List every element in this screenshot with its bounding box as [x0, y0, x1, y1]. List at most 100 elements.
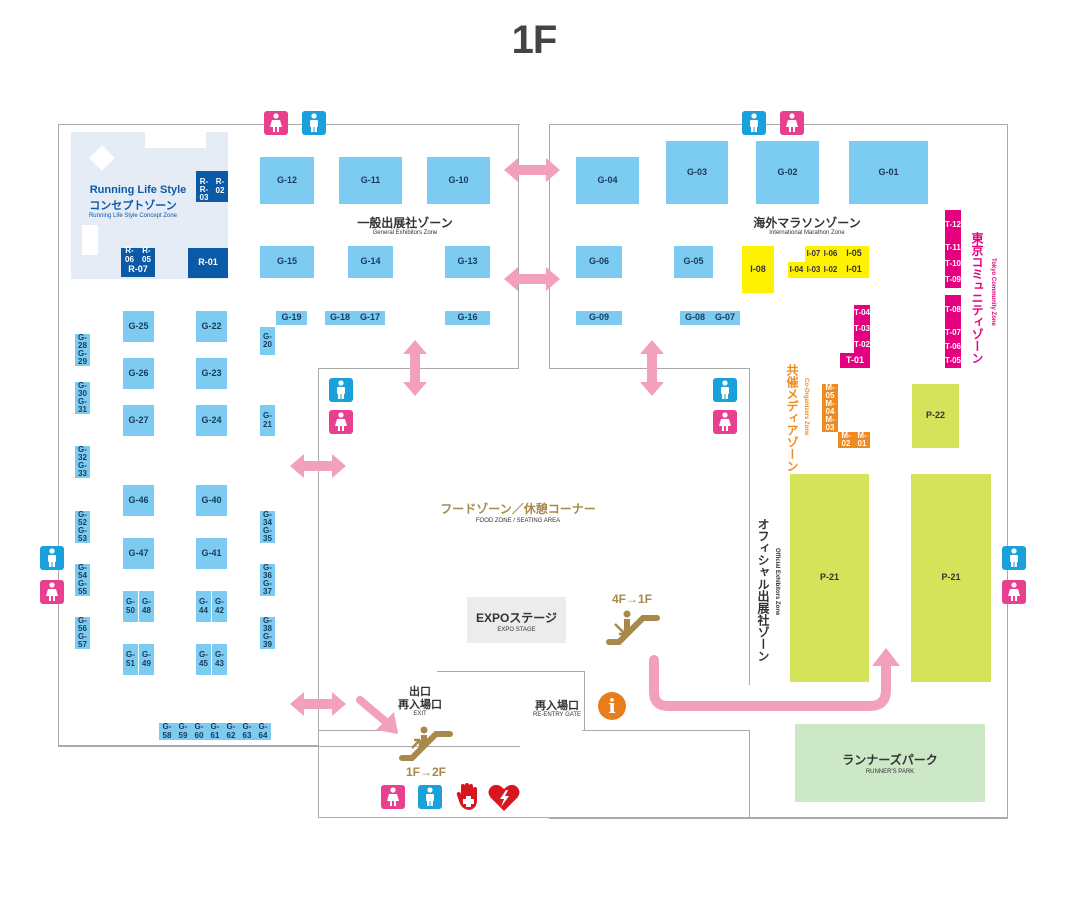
booth-t04[interactable]: T-04 [854, 305, 870, 321]
booth-g51[interactable]: G-51 [123, 644, 138, 675]
booth-t11[interactable]: T-11 [945, 240, 961, 256]
booth-g39[interactable]: G-39 [260, 632, 275, 649]
booth-g42[interactable]: G-42 [212, 591, 227, 622]
booth-g23[interactable]: G-23 [196, 358, 227, 389]
booth-g40[interactable]: G-40 [196, 485, 227, 516]
booth-g45[interactable]: G-45 [196, 644, 211, 675]
booth-t10[interactable]: T-10 [945, 256, 961, 272]
booth-r05[interactable]: R-05 [138, 246, 155, 263]
booth-g56[interactable]: G-56 [75, 616, 90, 633]
booth-m01[interactable]: M-01 [854, 431, 870, 448]
booth-g17[interactable]: G-17 [355, 311, 385, 325]
booth-g35[interactable]: G-35 [260, 526, 275, 543]
booth-g29[interactable]: G-29 [75, 349, 90, 366]
booth-g05[interactable]: G-05 [674, 246, 713, 278]
booth-g61[interactable]: G-61 [207, 722, 223, 740]
booth-i05[interactable]: I-05 [839, 246, 869, 262]
booth-g15[interactable]: G-15 [260, 246, 314, 278]
booth-g57[interactable]: G-57 [75, 632, 90, 649]
booth-g03[interactable]: G-03 [666, 141, 728, 204]
booth-g22[interactable]: G-22 [196, 311, 227, 342]
booth-g43[interactable]: G-43 [212, 644, 227, 675]
booth-t05[interactable]: T-05 [945, 354, 961, 368]
booth-g52[interactable]: G-52 [75, 510, 90, 527]
booth-i06[interactable]: I-06 [822, 246, 839, 262]
booth-t09[interactable]: T-09 [945, 272, 961, 288]
booth-i04[interactable]: I-04 [788, 262, 805, 278]
booth-g18[interactable]: G-18 [325, 311, 355, 325]
booth-g20[interactable]: G-20 [260, 327, 275, 355]
booth-g59[interactable]: G-59 [175, 722, 191, 740]
booth-g50[interactable]: G-50 [123, 591, 138, 622]
booth-m04[interactable]: M-04 [822, 399, 838, 416]
booth-r02[interactable]: R-02 [212, 171, 228, 202]
booth-g46[interactable]: G-46 [123, 485, 154, 516]
booth-g26[interactable]: G-26 [123, 358, 154, 389]
info-icon[interactable]: i [598, 692, 626, 720]
booth-g16[interactable]: G-16 [445, 311, 490, 325]
booth-g13[interactable]: G-13 [445, 246, 490, 278]
booth-t07[interactable]: T-07 [945, 325, 961, 341]
booth-g58[interactable]: G-58 [159, 722, 175, 740]
booth-g47[interactable]: G-47 [123, 538, 154, 569]
booth-t06[interactable]: T-06 [945, 341, 961, 354]
booth-g38[interactable]: G-38 [260, 616, 275, 633]
booth-t08[interactable]: T-08 [945, 295, 961, 325]
booth-g21[interactable]: G-21 [260, 405, 275, 436]
booth-p22[interactable]: P-22 [912, 384, 959, 448]
booth-t03[interactable]: T-03 [854, 321, 870, 337]
booth-m05[interactable]: M-05 [822, 383, 838, 400]
booth-g14[interactable]: G-14 [348, 246, 393, 278]
booth-p21-left[interactable]: P-21 [790, 474, 869, 682]
booth-i02[interactable]: I-02 [822, 262, 839, 278]
booth-g55[interactable]: G-55 [75, 579, 90, 596]
booth-i07[interactable]: I-07 [805, 246, 822, 262]
escalator-icon[interactable] [605, 606, 661, 648]
booth-i08[interactable]: I-08 [742, 246, 774, 293]
booth-r01[interactable]: R-01 [188, 248, 228, 278]
booth-p21-right[interactable]: P-21 [911, 474, 991, 682]
booth-g53[interactable]: G-53 [75, 526, 90, 543]
booth-t12[interactable]: T-12 [945, 210, 961, 240]
booth-g41[interactable]: G-41 [196, 538, 227, 569]
booth-g64[interactable]: G-64 [255, 722, 271, 740]
booth-g10[interactable]: G-10 [427, 157, 490, 204]
booth-i01[interactable]: I-01 [839, 262, 869, 278]
booth-g02[interactable]: G-02 [756, 141, 819, 204]
booth-g44[interactable]: G-44 [196, 591, 211, 622]
booth-g54[interactable]: G-54 [75, 563, 90, 580]
booth-g24[interactable]: G-24 [196, 405, 227, 436]
booth-g08[interactable]: G-08 [680, 311, 710, 325]
expo-stage[interactable] [467, 597, 566, 643]
booth-g36[interactable]: G-36 [260, 563, 275, 580]
runners-park[interactable] [795, 724, 985, 802]
booth-g31[interactable]: G-31 [75, 397, 90, 414]
booth-g33[interactable]: G-33 [75, 461, 90, 478]
booth-g09[interactable]: G-09 [576, 311, 622, 325]
booth-g11[interactable]: G-11 [339, 157, 402, 204]
booth-g04[interactable]: G-04 [576, 157, 639, 204]
booth-g48[interactable]: G-48 [139, 591, 154, 622]
booth-i03[interactable]: I-03 [805, 262, 822, 278]
booth-g37[interactable]: G-37 [260, 579, 275, 596]
booth-r07[interactable]: R-07 [121, 263, 155, 277]
booth-g01[interactable]: G-01 [849, 141, 928, 204]
booth-g49[interactable]: G-49 [139, 644, 154, 675]
booth-g19[interactable]: G-19 [276, 311, 307, 325]
booth-g25[interactable]: G-25 [123, 311, 154, 342]
booth-t01[interactable]: T-01 [840, 353, 870, 368]
booth-g62[interactable]: G-62 [223, 722, 239, 740]
booth-g07[interactable]: G-07 [710, 311, 740, 325]
escalator-icon[interactable] [398, 722, 454, 764]
booth-m03[interactable]: M-03 [822, 415, 838, 432]
booth-m02[interactable]: M-02 [838, 431, 854, 448]
booth-g12[interactable]: G-12 [260, 157, 314, 204]
booth-t02[interactable]: T-02 [854, 337, 870, 353]
booth-g60[interactable]: G-60 [191, 722, 207, 740]
booth-g63[interactable]: G-63 [239, 722, 255, 740]
booth-g30[interactable]: G-30 [75, 381, 90, 398]
booth-g27[interactable]: G-27 [123, 405, 154, 436]
booth-g28[interactable]: G-28 [75, 333, 90, 350]
booth-r03[interactable]: R-03 [196, 185, 212, 202]
booth-g32[interactable]: G-32 [75, 445, 90, 462]
